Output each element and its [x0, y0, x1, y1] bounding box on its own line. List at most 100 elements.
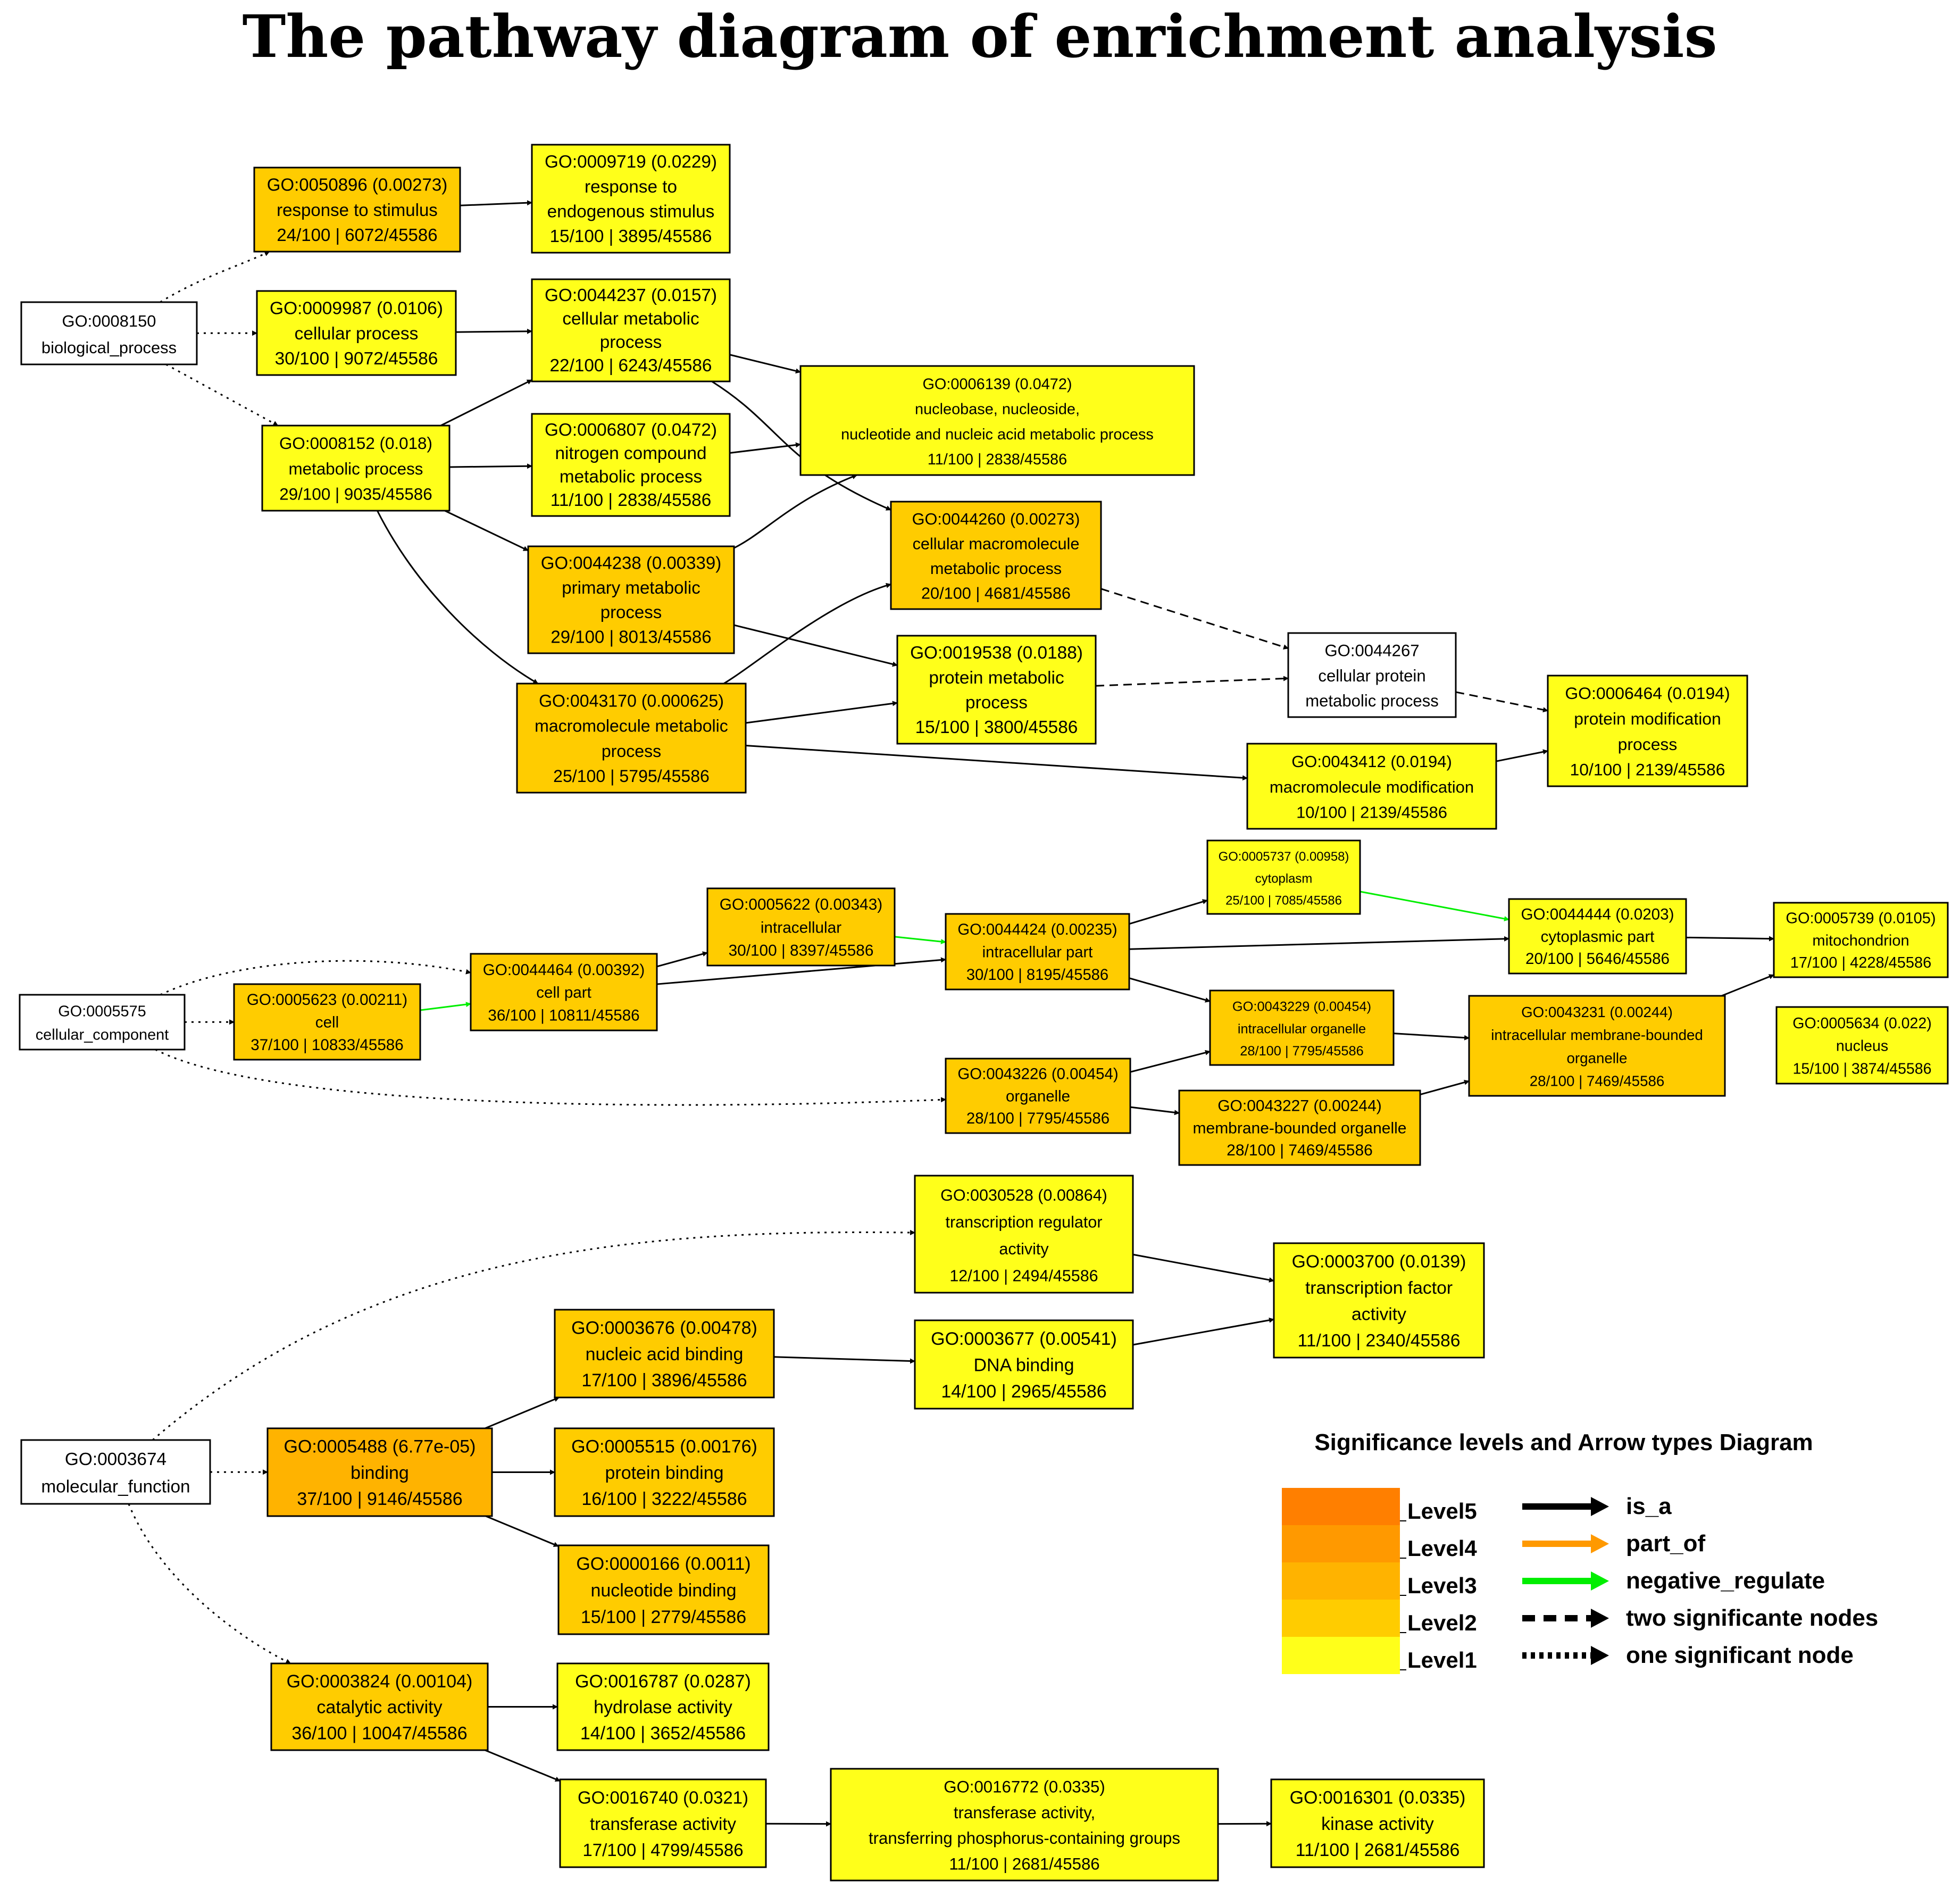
- go-node-box: [531, 413, 731, 517]
- go-node: GO:0009719 (0.0229)response toendogenous…: [531, 144, 731, 254]
- go-node-line: process: [602, 742, 661, 761]
- go-node-box: [20, 301, 198, 365]
- go-node-box: [270, 1662, 489, 1751]
- go-node-line: 36/100 | 10811/45586: [488, 1007, 639, 1025]
- go-node-id: GO:0016301 (0.0335): [1290, 1788, 1466, 1808]
- go-node-box: [559, 1778, 767, 1868]
- go-node-line: 20/100 | 5646/45586: [1525, 950, 1670, 968]
- go-node: GO:0016740 (0.0321)transferase activity1…: [559, 1778, 767, 1868]
- legend-arrow-head: [1591, 1609, 1609, 1628]
- go-node: GO:0043227 (0.00244)membrane-bounded org…: [1178, 1089, 1421, 1166]
- legend-arrow-head: [1591, 1571, 1609, 1591]
- go-node-id: GO:0043226 (0.00454): [957, 1066, 1118, 1083]
- legend-swatch-level3: [1282, 1562, 1400, 1600]
- go-node: GO:0019538 (0.0188)protein metabolicproc…: [896, 635, 1097, 745]
- go-node-id: GO:0003700 (0.0139): [1292, 1252, 1466, 1272]
- go-node-id: GO:0043412 (0.0194): [1291, 752, 1452, 771]
- go-node-box: [1206, 839, 1361, 915]
- go-node-id: GO:0008152 (0.018): [279, 434, 432, 453]
- go-node-box: [554, 1427, 775, 1517]
- go-node-box: [1178, 1089, 1421, 1166]
- go-node-line: metabolic process: [560, 467, 702, 487]
- go-node-line: 15/100 | 3800/45586: [915, 718, 1078, 737]
- go-node-line: 12/100 | 2494/45586: [949, 1267, 1098, 1285]
- go-node-id: GO:0019538 (0.0188): [910, 643, 1083, 663]
- go-node-box: [554, 1309, 775, 1399]
- go-node-box: [1273, 1242, 1485, 1359]
- go-node-box: [531, 144, 731, 254]
- edge-is-a: [1130, 1106, 1180, 1116]
- go-node-line: cell part: [536, 984, 591, 1002]
- go-node-box: [1270, 1778, 1485, 1868]
- go-node: GO:0005515 (0.00176)protein binding16/10…: [554, 1427, 775, 1517]
- go-node-line: 29/100 | 8013/45586: [551, 627, 711, 646]
- go-node-line: cytoplasmic part: [1541, 928, 1655, 945]
- edge-is-a: [711, 380, 891, 511]
- go-node-id: GO:0044444 (0.0203): [1521, 906, 1674, 923]
- go-node-line: 36/100 | 10047/45586: [291, 1723, 467, 1743]
- go-node-box: [1775, 1006, 1949, 1085]
- go-node-line: 17/100 | 4228/45586: [1790, 954, 1932, 971]
- legend-swatch-level4: [1282, 1525, 1400, 1562]
- go-node-line: process: [600, 602, 662, 622]
- legend-arrow-label: negative_regulate: [1626, 1568, 1825, 1594]
- go-node-line: molecular_function: [41, 1477, 190, 1496]
- go-node-line: metabolic process: [930, 559, 1062, 578]
- edge-is-a: [449, 463, 532, 469]
- edge-two-significant-nodes: [1100, 588, 1289, 650]
- go-node-line: kinase activity: [1321, 1814, 1434, 1834]
- go-node: GO:0003824 (0.00104)catalytic activity36…: [270, 1662, 489, 1751]
- go-node-box: [470, 953, 658, 1031]
- go-node-box: [20, 1439, 211, 1505]
- go-node-box: [527, 545, 735, 654]
- go-node-id: GO:0044238 (0.00339): [541, 553, 721, 573]
- go-node: GO:0006464 (0.0194)protein modificationp…: [1547, 675, 1748, 787]
- legend-arrow-head: [1591, 1497, 1609, 1516]
- go-node-line: organelle: [1567, 1050, 1628, 1066]
- go-node: GO:0043170 (0.000625)macromolecule metab…: [516, 683, 747, 794]
- go-node-line: 10/100 | 2139/45586: [1570, 760, 1725, 779]
- go-node-line: 37/100 | 10833/45586: [251, 1036, 403, 1054]
- go-node-box: [1468, 995, 1726, 1097]
- edge-is-a: [1129, 977, 1211, 1003]
- go-node-id: GO:0005737 (0.00958): [1219, 850, 1349, 864]
- go-node-box: [1246, 743, 1497, 830]
- go-node-id: GO:0043170 (0.000625): [539, 692, 724, 711]
- edges-layer: [128, 200, 1774, 1827]
- go-node: GO:0008150 biological_process: [20, 301, 198, 365]
- go-node-id: GO:0003677 (0.00541): [931, 1329, 1117, 1349]
- go-node: GO:0005622 (0.00343)intracellular30/100 …: [706, 887, 896, 967]
- go-node: GO:0003676 (0.00478)nucleic acid binding…: [554, 1309, 775, 1399]
- go-node-box: [706, 887, 896, 967]
- go-node-line: activity: [999, 1240, 1049, 1258]
- go-node-id: GO:0008150: [62, 312, 156, 330]
- go-node-box: [890, 501, 1102, 610]
- go-node-line: biological_process: [41, 338, 177, 357]
- go-node-box: [914, 1319, 1134, 1410]
- legend-arrow-label: one significant node: [1626, 1642, 1854, 1668]
- go-node-line: hydrolase activity: [594, 1697, 732, 1718]
- go-node-line: 17/100 | 3896/45586: [581, 1370, 747, 1391]
- go-node-line: response to stimulus: [277, 200, 438, 220]
- edge-is-a: [733, 474, 857, 549]
- go-node-id: GO:0030528 (0.00864): [940, 1186, 1107, 1204]
- edge-is-a: [1132, 1317, 1274, 1346]
- go-node-box: [531, 278, 731, 382]
- go-node-line: transcription factor: [1305, 1278, 1453, 1298]
- go-node-line: cellular_component: [36, 1026, 169, 1043]
- go-node-line: cytoplasm: [1255, 871, 1313, 886]
- legend-arrow-head: [1591, 1534, 1609, 1553]
- go-node-line: intracellular organelle: [1238, 1021, 1366, 1036]
- go-node: GO:0044444 (0.0203) cytoplasmic part 20/10…: [1508, 898, 1687, 975]
- go-node: GO:0003674 molecular_function: [20, 1439, 211, 1505]
- go-node-id: GO:0005622 (0.00343): [720, 896, 882, 913]
- go-node-id: GO:0003674: [65, 1450, 166, 1469]
- edge-is-a: [1129, 936, 1509, 950]
- go-node-id: GO:0043229 (0.00454): [1232, 1000, 1371, 1014]
- edge-is-a: [745, 744, 1248, 781]
